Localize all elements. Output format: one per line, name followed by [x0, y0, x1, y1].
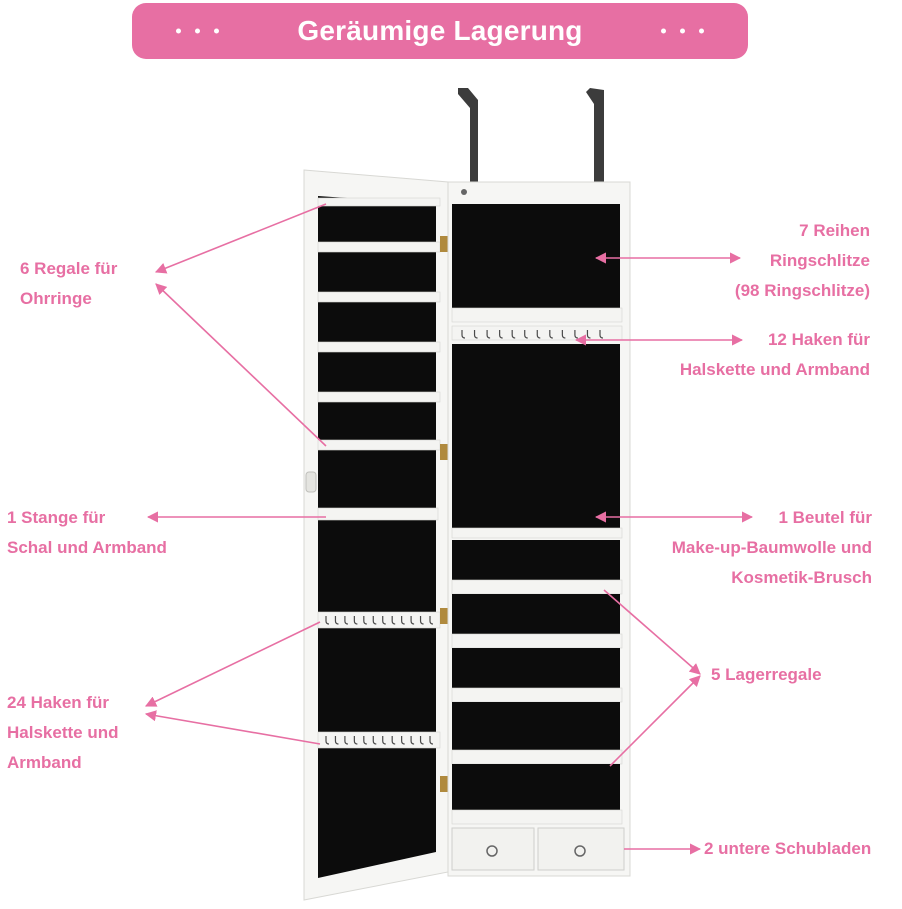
hook: [419, 616, 424, 625]
hook: [486, 330, 491, 339]
callout-arrow: [609, 675, 701, 767]
hook: [511, 330, 516, 339]
banner-dots-left: [176, 28, 219, 34]
hook: [410, 616, 415, 625]
cosmetic-pouch: [452, 344, 620, 528]
hooks: [325, 330, 604, 745]
hook-rail-upper: [317, 611, 441, 629]
callout-arrow: [603, 589, 701, 675]
hook: [401, 736, 405, 745]
label-scarf-bar: 1 Stange für Schal und Armband: [7, 508, 167, 557]
hook: [536, 330, 541, 339]
hook: [524, 330, 528, 339]
hook: [549, 330, 553, 339]
hook: [363, 736, 367, 745]
hook: [561, 330, 566, 339]
label-drawers: 2 untere Schubladen: [704, 839, 872, 858]
hook: [382, 616, 386, 625]
callout-arrow: [144, 621, 321, 707]
hook: [344, 736, 348, 745]
open-door: [303, 169, 449, 901]
hook: [391, 616, 396, 625]
scarf-bar: [317, 507, 439, 521]
hook: [334, 736, 339, 745]
hook: [353, 736, 358, 745]
hook: [382, 736, 386, 745]
hook: [473, 330, 478, 339]
banner-title: Geräumige Lagerung: [297, 15, 583, 46]
label-storage-shelves: 5 Lagerregale: [711, 665, 822, 684]
earring-shelves: [317, 197, 441, 451]
hook-rail-lower: [317, 731, 441, 749]
hook: [344, 616, 348, 625]
callout-arrows: [144, 203, 754, 855]
storage-shelves: [451, 540, 623, 825]
hook: [410, 736, 415, 745]
hook: [499, 330, 503, 339]
hook: [429, 736, 434, 745]
label-door-hooks: 24 Haken für Halskette und Armband: [7, 693, 119, 772]
title-banner: Geräumige Lagerung: [132, 3, 748, 59]
hook: [419, 736, 424, 745]
callout-arrow: [144, 710, 321, 745]
callout-arrow: [155, 283, 327, 447]
ring-slot-panel: [452, 204, 620, 308]
over-door-hooks: [458, 88, 604, 184]
hook: [325, 736, 330, 745]
callout-arrow: [154, 203, 327, 274]
cabinet-body: [447, 181, 631, 877]
banner-dots-right: [661, 28, 704, 34]
hook: [363, 616, 367, 625]
hook: [461, 330, 466, 339]
hook: [429, 616, 434, 625]
hook: [372, 616, 377, 625]
hook: [325, 616, 330, 625]
label-pouch: 1 Beutel für Make-up-Baumwolle und Kosme…: [671, 508, 872, 587]
hook: [334, 616, 339, 625]
hook: [372, 736, 377, 745]
hook: [353, 616, 358, 625]
label-ring-slots: 7 Reihen Ringschlitze (98 Ringschlitze): [734, 221, 870, 300]
label-earring-shelves: 6 Regale für Ohrringe: [20, 259, 118, 308]
hook: [401, 616, 405, 625]
bottom-drawers: [451, 827, 625, 871]
label-necklace-hooks: 12 Haken für Halskette und Armband: [679, 330, 870, 379]
hook: [391, 736, 396, 745]
